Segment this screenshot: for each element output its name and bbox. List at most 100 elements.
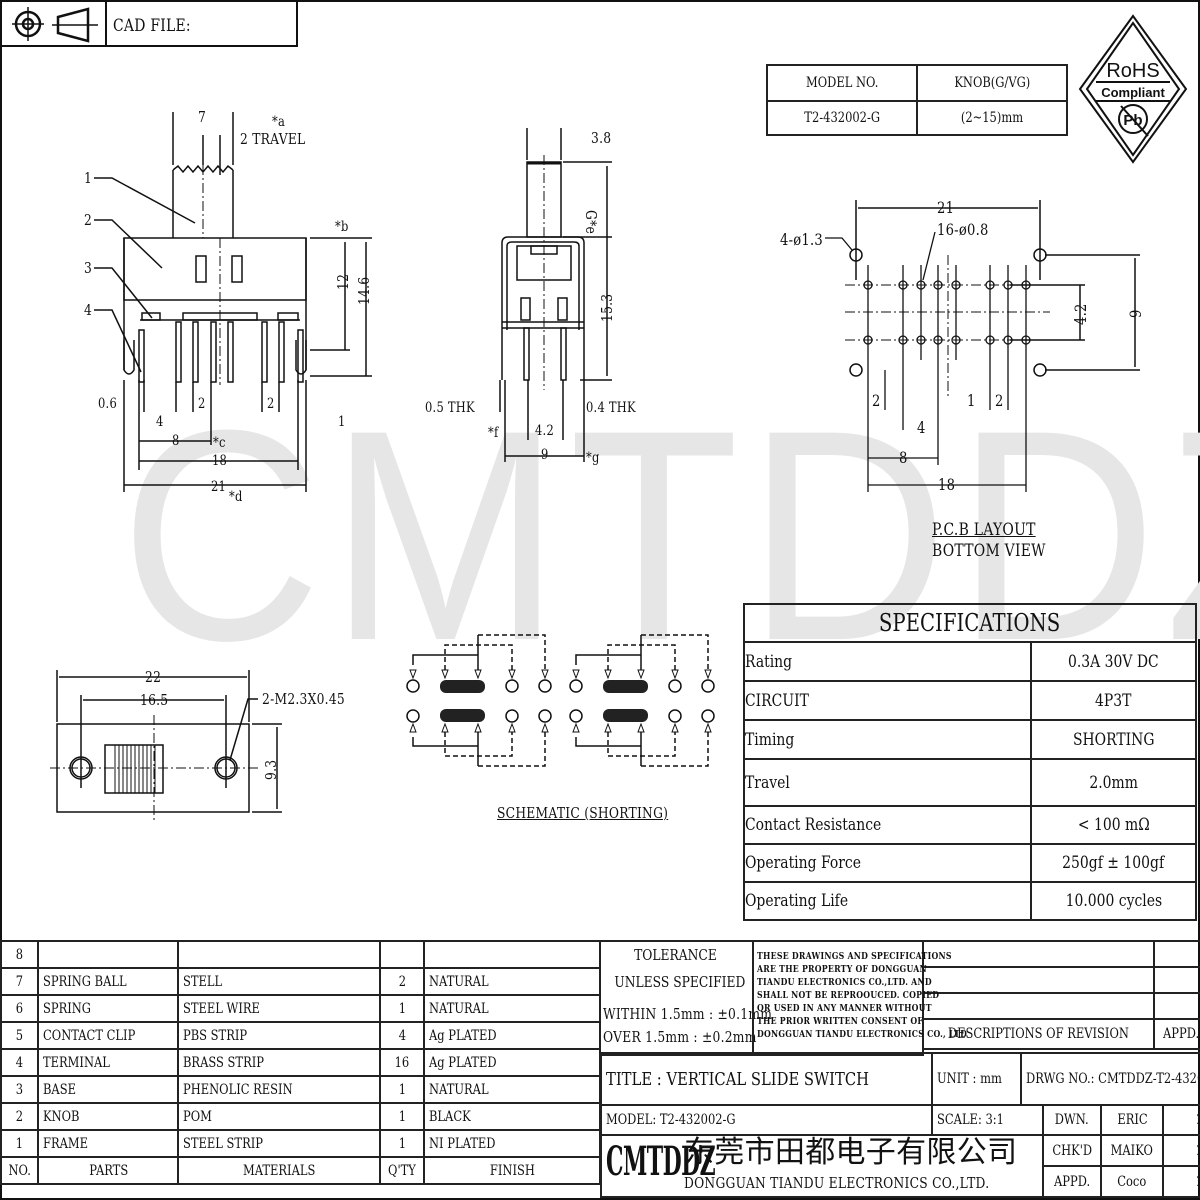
signoff-name: ERIC [1100, 1104, 1164, 1136]
drawing-title: TITLE : VERTICAL SLIDE SWITCH [600, 1052, 933, 1106]
side-dim-4-2: 4.2 [535, 423, 555, 439]
pcb-dim-1: 1 [967, 391, 976, 410]
top-thread: 2-M2.3X0.45 [262, 690, 345, 708]
side-dim-9: 9 [541, 447, 549, 463]
callout-3: 3 [84, 259, 93, 277]
spec-value: 2.0mm [1030, 758, 1197, 807]
front-dim-0-6: 0.6 [98, 396, 118, 412]
spec-label: Operating Life [743, 881, 1032, 921]
knob-value: (2~15)mm [916, 100, 1068, 136]
rohs-badge-icon: RoHS Compliant Pb [1078, 14, 1188, 164]
pcb-dim-2b: 2 [995, 391, 1004, 410]
signoff-name: MAIKO [1100, 1134, 1164, 1167]
spec-label: Timing [743, 719, 1032, 760]
company-name-cn: 东莞市田都电子有限公司 [684, 1135, 1018, 1170]
front-note-d: *d [229, 489, 243, 505]
tolerance-block [600, 940, 754, 1056]
cad-file-label: CAD FILE: [113, 16, 191, 36]
signoff-role: APPD. [1041, 1165, 1103, 1198]
pcb-title-1: P.C.B LAYOUT [932, 520, 1036, 540]
callout-2: 2 [84, 211, 93, 229]
pcb-pin-holes [825, 231, 1031, 492]
drawing-number: DRWG NO.: CMTDDZ-T2-432002-00 [1019, 1052, 1200, 1106]
header-divider [105, 0, 107, 45]
front-dim-2a: 2 [198, 396, 206, 412]
signoff-date: 2013-6-17 [1161, 1165, 1200, 1198]
tolerance-line3: WITHIN 1.5mm : ±0.1mm [603, 1005, 773, 1023]
model-value: T2-432002-G [766, 100, 918, 136]
schematic-title: SCHEMATIC (SHORTING) [497, 804, 669, 822]
front-dim-4: 4 [156, 414, 164, 430]
front-note-a: *a [272, 114, 286, 130]
spec-value: 4P3T [1030, 680, 1197, 721]
unit: UNIT : mm [930, 1052, 1022, 1106]
front-travel: 2 TRAVEL [240, 130, 306, 148]
side-note-g: *g [586, 450, 600, 466]
tolerance-line4: OVER 1.5mm : ±0.2mm [603, 1028, 757, 1046]
revision-desc-header: DESCRIPTIONS OF REVISION [922, 1018, 1155, 1050]
spec-value: 250gf ± 100gf [1030, 843, 1197, 883]
signoff-date: 2013-6-17 [1161, 1134, 1200, 1167]
spec-value: SHORTING [1030, 719, 1197, 760]
first-angle-projection-icon [12, 7, 98, 43]
side-knob-width: 3.8 [591, 129, 612, 147]
callout-4: 4 [84, 301, 93, 319]
copyright-notice: THESE DRAWINGS AND SPECIFICATIONS ARE TH… [757, 951, 968, 1040]
knob-header: KNOB(G/VG) [916, 64, 1068, 102]
schematic-drawing [406, 634, 715, 767]
top-view-drawing [50, 670, 282, 820]
front-note-b: *b [335, 219, 349, 235]
pcb-title-2: BOTTOM VIEW [932, 541, 1046, 561]
front-note-c: *c [213, 435, 226, 451]
spec-label: Operating Force [743, 843, 1032, 883]
pcb-dim-2a: 2 [872, 391, 881, 410]
callout-1: 1 [84, 169, 93, 187]
spec-value: < 100 mΩ [1030, 805, 1197, 845]
bom-row: 8 [0, 940, 601, 969]
front-knob-width: 7 [198, 108, 207, 126]
pcb-pin-holes-label: 16-ø0.8 [937, 220, 989, 239]
side-note-f: *f [488, 425, 499, 441]
header-box [0, 0, 298, 47]
side-thk-right: 0.4 THK [586, 400, 636, 416]
revision-appd-header: APPD. [1152, 1018, 1200, 1050]
tolerance-line2: UNLESS SPECIFIED [614, 973, 746, 991]
front-dim-21: 21 [211, 479, 227, 495]
tolerance-line1: TOLERANCE [633, 946, 717, 964]
signoff-name: Coco [1100, 1165, 1164, 1198]
front-dim-2b: 2 [267, 396, 275, 412]
side-view-drawing [499, 128, 612, 462]
revision-table: DESCRIPTIONS OF REVISION APPD. [922, 940, 1200, 1050]
pcb-dim-4: 4 [917, 418, 926, 437]
spec-label: CIRCUIT [743, 680, 1032, 721]
spec-label: Travel [743, 758, 1032, 807]
pcb-mount-holes: 4-ø1.3 [780, 230, 824, 249]
signoff-role: DWN. [1041, 1104, 1103, 1136]
pcb-layout-drawing [825, 200, 1140, 492]
model-table: MODEL NO. KNOB(G/VG) T2-432002-G (2~15)m… [766, 64, 1068, 136]
spec-value: 0.3A 30V DC [1030, 641, 1197, 682]
title-block: TITLE : VERTICAL SLIDE SWITCH UNIT : mm … [600, 1052, 1200, 1198]
scale: SCALE: 3:1 [930, 1104, 1044, 1136]
svg-text:RoHS: RoHS [1106, 60, 1159, 82]
front-dim-1: 1 [338, 414, 346, 430]
company-block: CMTDDZ 东莞市田都电子有限公司 DONGGUAN TIANDU ELECT… [600, 1134, 1044, 1198]
side-thk-left: 0.5 THK [425, 400, 475, 416]
signoff-role: CHK'D [1041, 1134, 1103, 1167]
front-view-drawing [94, 112, 372, 492]
svg-text:Compliant: Compliant [1101, 85, 1165, 100]
model-header: MODEL NO. [766, 64, 918, 102]
specifications-title: SPECIFICATIONS [743, 603, 1197, 643]
company-name-en: DONGGUAN TIANDU ELECTRONICS CO.,LTD. [684, 1174, 990, 1192]
